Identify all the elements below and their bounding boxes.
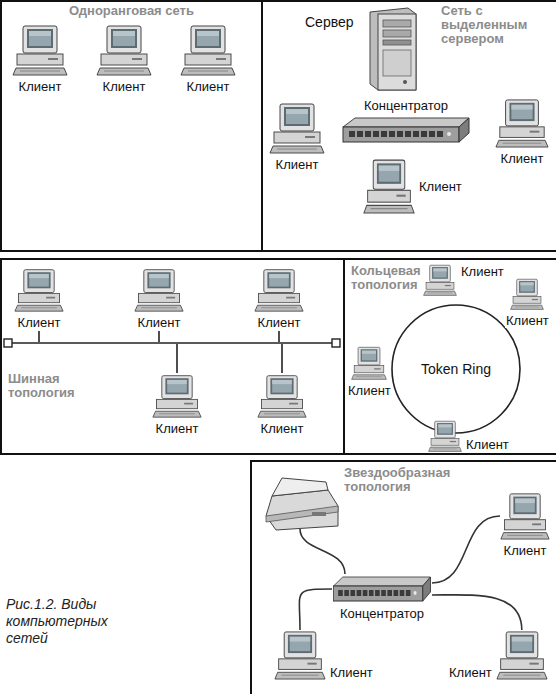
hub-node: Концентратор (332, 574, 432, 621)
network-panel: Звездообразная топологияКлиентКонцентрат… (250, 460, 556, 694)
client-workstation: Клиент (423, 264, 505, 296)
client-label: Клиент (460, 264, 505, 279)
client-workstation: Клиент (152, 374, 202, 436)
client-label: Клиент (505, 313, 550, 328)
client-label: Клиент (155, 421, 200, 436)
client-workstation: Клиент (428, 420, 510, 452)
hub-device-icon (332, 574, 432, 604)
client-label: Клиент (257, 315, 302, 330)
client-workstation: Клиент (363, 158, 463, 214)
token-ring: Token Ring (391, 304, 521, 434)
panel-title: Шинная топология (8, 372, 88, 400)
client-workstation: Клиент (96, 24, 152, 94)
client-label: Клиент (18, 79, 63, 94)
client-workstation: Клиент (274, 630, 374, 680)
client-label: Клиент (418, 179, 463, 194)
network-cable (432, 516, 500, 583)
computer-icon (96, 24, 152, 76)
client-label: Клиент (448, 665, 493, 680)
network-cable (432, 595, 522, 630)
computer-icon (351, 346, 387, 380)
bus-terminator (4, 339, 340, 347)
client-label: Клиент (275, 157, 320, 172)
network-panel: Сеть с выделенным сервером СерверКлиент Ко… (263, 0, 556, 252)
panel-title-box: Шинная топология (8, 372, 88, 400)
panel-title: Сеть с выделенным сервером (441, 4, 549, 46)
client-workstation: Клиент (180, 24, 236, 94)
client-label: Клиент (347, 383, 392, 398)
computer-icon (180, 24, 236, 76)
panel-title-box: Одноранговая сеть (2, 4, 261, 18)
computer-icon (500, 492, 550, 540)
figure-caption: Рис.1.2. Виды компьютерных сетей (6, 596, 118, 647)
panel-title: Одноранговая сеть (2, 4, 261, 18)
computer-icon (254, 268, 304, 312)
panel-title-box: Сеть с выделенным сервером (441, 4, 549, 46)
hub-node: Концентратор (341, 98, 471, 145)
client-label: Клиент (17, 315, 62, 330)
computer-icon (428, 420, 462, 452)
client-workstation: Клиент (134, 268, 184, 330)
computer-icon (423, 264, 457, 296)
client-workstation: Клиент (254, 268, 304, 330)
computer-icon (152, 374, 202, 418)
printer-icon (266, 478, 338, 530)
client-label: Клиент (329, 665, 374, 680)
client-label: Клиент (465, 437, 510, 452)
computer-icon (269, 102, 325, 154)
client-workstation: Клиент (347, 346, 392, 398)
client-workstation: Клиент (500, 492, 550, 558)
computer-icon (274, 630, 326, 680)
client-label: Клиент (102, 79, 147, 94)
panel-title-box: Звездообразная топология (344, 466, 494, 494)
computer-icon (134, 268, 184, 312)
hub-device-icon (341, 115, 471, 145)
client-workstation: Клиент (269, 102, 325, 172)
computer-icon (495, 98, 549, 148)
hub-label: Концентратор (339, 606, 425, 621)
computer-icon (363, 158, 415, 214)
panel-title: Звездообразная топология (344, 466, 494, 494)
computer-icon (12, 24, 68, 76)
printer-cable (300, 529, 345, 574)
computer-icon (496, 630, 548, 680)
hub-label: Концентратор (363, 98, 449, 113)
network-cable (299, 589, 332, 630)
client-label: Клиент (137, 315, 182, 330)
server-node: Сервер (305, 6, 420, 92)
computer-icon (14, 268, 64, 312)
network-panel: Шинная топологияКлиентКлиентКлиентКлиент… (0, 258, 345, 455)
server-label: Сервер (305, 14, 354, 30)
bus-cable (12, 331, 332, 373)
client-label: Клиент (260, 421, 305, 436)
network-panel: Одноранговая сетьКлиент Клиент Клиент (0, 0, 263, 252)
client-label: Клиент (500, 151, 545, 166)
client-workstation: Клиент (257, 374, 307, 436)
computer-icon (510, 278, 544, 310)
client-workstation: Клиент (495, 98, 549, 166)
ring-label: Token Ring (421, 361, 491, 378)
client-workstation: Клиент (14, 268, 64, 330)
panel-title-box: Кольцевая топология (351, 264, 425, 292)
server-tower-icon (360, 6, 420, 92)
client-label: Клиент (186, 79, 231, 94)
computer-icon (257, 374, 307, 418)
panel-title: Кольцевая топология (351, 264, 425, 292)
client-workstation: Клиент (505, 278, 550, 328)
client-label: Клиент (503, 543, 548, 558)
client-workstation: Клиент (448, 630, 548, 680)
network-panel: Кольцевая топологияКлиентToken RingКлиен… (345, 258, 556, 455)
client-workstation: Клиент (12, 24, 68, 94)
